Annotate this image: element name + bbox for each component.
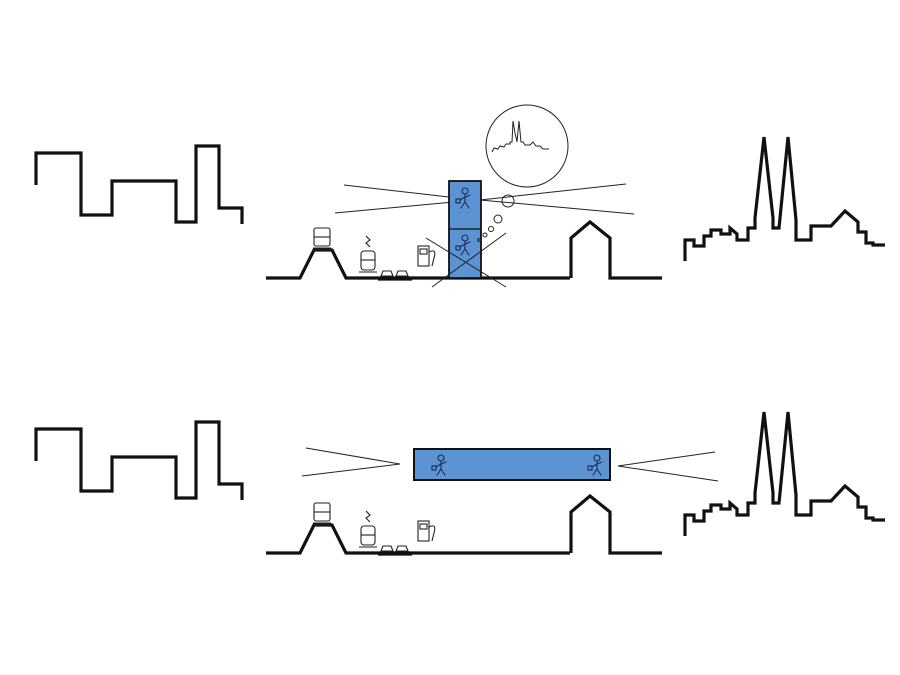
tram-icon: [359, 510, 377, 548]
city-skyline-left: [34, 420, 244, 500]
panel-bottom: [34, 411, 885, 556]
fuel-pump-icon: [417, 520, 436, 542]
gabled-house: [569, 219, 662, 280]
sight-lines-bottom: [301, 447, 719, 482]
train-icon: [313, 227, 331, 251]
thought-bubble: [485, 104, 569, 188]
gabled-house: [569, 493, 662, 555]
train-icon: [313, 502, 331, 526]
person-icon: [431, 454, 447, 476]
cars-icon: [380, 545, 409, 552]
person-icon: [455, 187, 471, 209]
thought-dots: [477, 194, 515, 242]
sight-lines-top: [334, 183, 635, 215]
cathedral-icon: [491, 120, 549, 153]
cross-out-mark: [425, 232, 507, 288]
cathedral-skyline-right: [683, 411, 885, 536]
fuel-pump-icon: [417, 245, 436, 267]
person-icon: [455, 234, 471, 256]
panel-top: [34, 104, 885, 288]
cars-icon: [380, 270, 409, 277]
city-skyline-left: [34, 144, 244, 224]
person-icon: [587, 454, 603, 476]
cathedral-skyline-right: [683, 136, 885, 261]
horizontal-bar-block: [413, 448, 611, 481]
tram-icon: [359, 235, 377, 273]
